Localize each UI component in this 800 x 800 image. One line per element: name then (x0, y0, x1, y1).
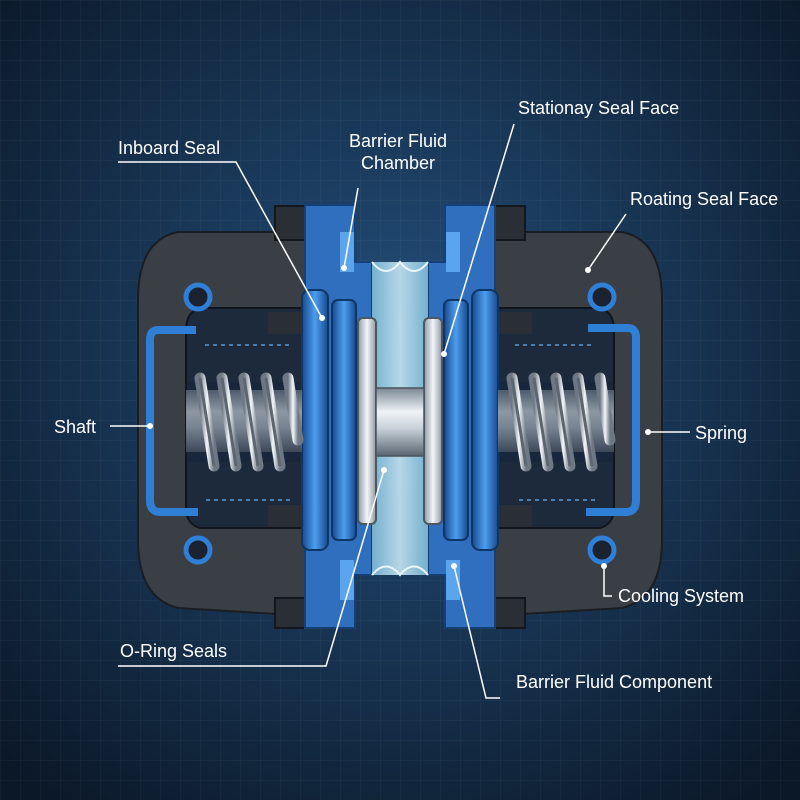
cooling-channel-left (146, 326, 198, 516)
left-seal-faces (301, 289, 377, 551)
label-o-ring-seals: O-Ring Seals (120, 641, 228, 661)
leader-barrier-fluid-chamber (343, 187, 359, 269)
label-rotating-seal-face: Roating Seal Face (630, 189, 779, 209)
cooling-channel-right (586, 324, 640, 516)
shaft-center (375, 387, 425, 457)
label-inboard-seal: Inboard Seal (118, 138, 221, 158)
label-barrier-fluid-chamber-line1: Barrier Fluid (348, 131, 448, 151)
label-spring: Spring (695, 423, 748, 443)
leader-inboard-seal (118, 161, 323, 319)
bolt-hole-icon (587, 535, 617, 565)
leader-stationary-seal-face (443, 123, 515, 355)
label-barrier-fluid-component: Barrier Fluid Component (516, 672, 713, 692)
leader-barrier-fluid-component (453, 565, 500, 699)
right-seal-faces (423, 289, 499, 551)
flow-arrows (205, 344, 595, 501)
leader-rotating-seal-face (587, 213, 627, 271)
label-barrier-fluid-chamber: Barrier Fluid Chamber (338, 130, 458, 174)
label-shaft: Shaft (54, 417, 97, 437)
left-spring (186, 372, 304, 472)
label-barrier-fluid-chamber-line2: Chamber (360, 153, 436, 173)
leader-lines (110, 123, 690, 699)
bolt-hole-icon (183, 282, 213, 312)
bolt-hole-icon (587, 282, 617, 312)
label-stationary-seal-face: Stationay Seal Face (518, 98, 680, 118)
bolt-hole-icon (183, 535, 213, 565)
right-spring (498, 372, 616, 472)
label-cooling-system: Cooling System (618, 586, 745, 606)
leader-cooling-system (603, 566, 612, 597)
leader-o-ring-seals (118, 469, 385, 667)
